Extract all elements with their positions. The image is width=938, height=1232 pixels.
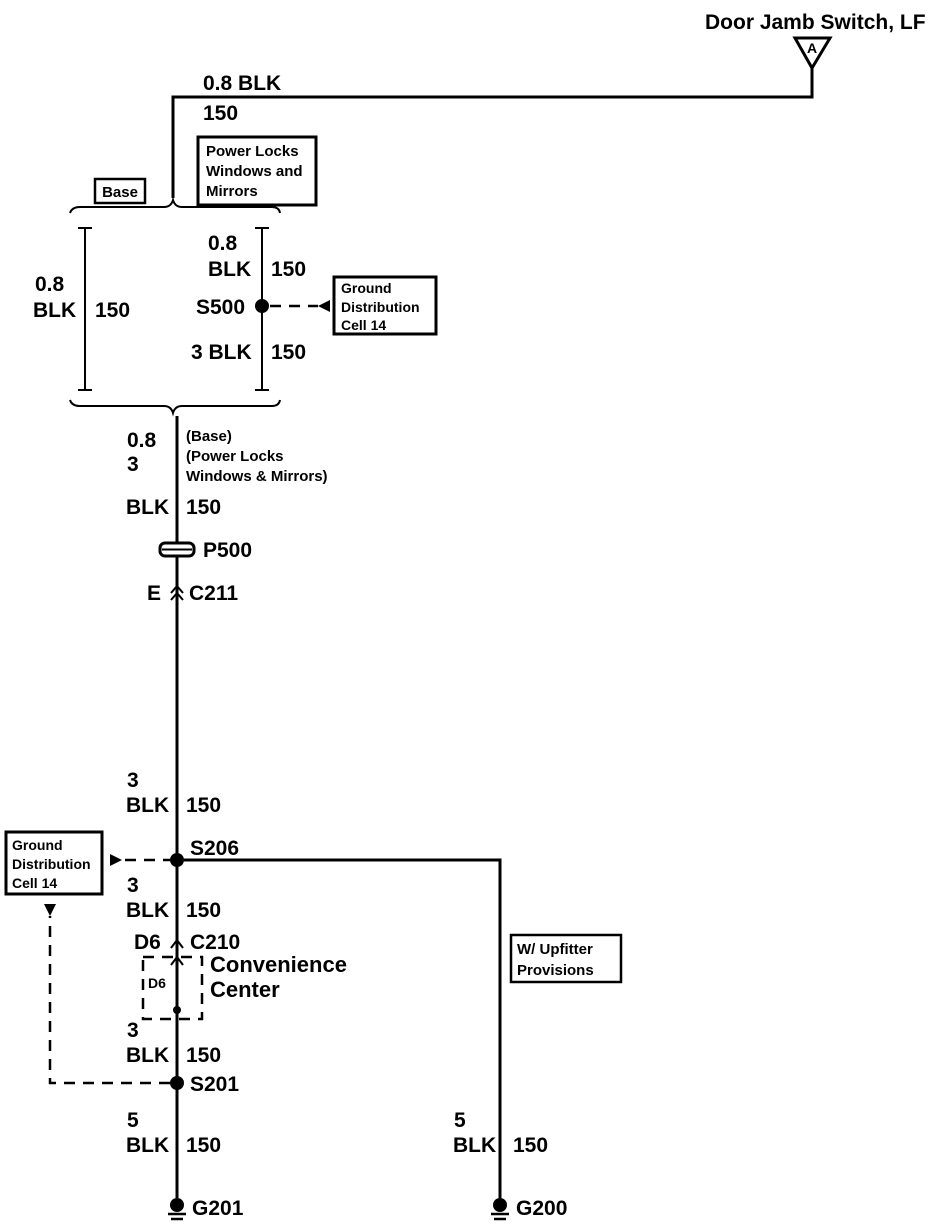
door-jamb-switch-connector[interactable]: A <box>792 36 833 71</box>
convenience-center-line-2: Center <box>210 977 280 1002</box>
wire-2-circuit: 150 <box>186 794 221 817</box>
wire-3-color: BLK <box>126 899 169 922</box>
splice-s500-dot[interactable] <box>255 299 269 313</box>
splice-s500-label: S500 <box>196 296 245 319</box>
wire-2-size: 3 <box>127 769 139 792</box>
right-branch-lower-size-color: 3 BLK <box>191 341 252 364</box>
convenience-center-pin: D6 <box>148 975 166 991</box>
left-branch-size: 0.8 <box>35 273 65 296</box>
splice-s201-dot[interactable] <box>170 1076 184 1090</box>
wire-5-right-size: 5 <box>454 1109 466 1132</box>
connector-c211-label: C211 <box>189 582 238 605</box>
power-locks-option-label: Power Locks Windows and Mirrors <box>196 135 318 207</box>
svg-text:Distribution: Distribution <box>341 299 420 315</box>
c211-connector-icon[interactable] <box>170 584 184 601</box>
svg-text:Cell 14: Cell 14 <box>341 317 386 333</box>
wire-top[interactable] <box>171 68 814 198</box>
g200-ground-icon[interactable] <box>491 1198 509 1221</box>
svg-text:Distribution: Distribution <box>12 856 91 872</box>
connector-c210-label: C210 <box>190 931 240 954</box>
right-branch-upper-color: BLK <box>208 258 251 281</box>
ground-g201-label: G201 <box>192 1197 244 1220</box>
pin-a-label: A <box>807 40 817 56</box>
right-branch-upper-size: 0.8 <box>208 232 238 255</box>
left-branch-circuit: 150 <box>95 299 130 322</box>
svg-text:Provisions: Provisions <box>517 962 594 979</box>
c210-connector-icon[interactable] <box>170 938 184 949</box>
main-wire-1-note-1: (Base) <box>186 428 232 445</box>
door-jamb-switch-label: Door Jamb Switch, LF <box>705 11 926 34</box>
ground-dist-2-arrow-icon <box>110 854 122 866</box>
right-branch-upper-circuit: 150 <box>271 258 306 281</box>
wire-3-size: 3 <box>127 874 139 897</box>
wire-4-size: 3 <box>127 1019 139 1042</box>
main-wire-1-note-3: Windows & Mirrors) <box>186 468 328 485</box>
wire-5-right-circuit: 150 <box>513 1134 548 1157</box>
convenience-center-line-1: Convenience <box>210 952 347 977</box>
svg-text:W/ Upfitter: W/ Upfitter <box>517 941 593 958</box>
wire-3-circuit: 150 <box>186 899 221 922</box>
splice-s201-label: S201 <box>190 1073 239 1096</box>
connector-c210-pin: D6 <box>134 931 161 954</box>
convenience-center-terminal-icon <box>170 955 184 966</box>
svg-text:Mirrors: Mirrors <box>206 183 258 200</box>
ground-distribution-box-1[interactable]: Ground Distribution Cell 14 <box>332 275 438 336</box>
left-branch-color: BLK <box>33 299 76 322</box>
ground-dist-2-down-arrow-icon <box>44 904 56 916</box>
right-branch-lower-circuit: 150 <box>271 341 306 364</box>
ground-dist-2-return-dashed-link <box>48 916 170 1085</box>
connector-p500-label: P500 <box>203 539 252 562</box>
option-brace-top <box>69 196 281 214</box>
svg-text:Ground: Ground <box>12 837 63 853</box>
g201-ground-icon[interactable] <box>168 1198 186 1221</box>
main-wire-1-circuit: 150 <box>186 496 221 519</box>
ground-g200-label: G200 <box>516 1197 567 1220</box>
convenience-center-dashed-box <box>141 955 204 1021</box>
splice-s206-dot[interactable] <box>170 853 184 867</box>
top-wire-circuit: 150 <box>203 102 238 125</box>
ground-dist-1-arrow-icon <box>318 300 330 312</box>
wire-5-left-circuit: 150 <box>186 1134 221 1157</box>
svg-text:Base: Base <box>102 184 138 201</box>
option-brace-bottom <box>69 399 281 417</box>
wire-5-right-color: BLK <box>453 1134 496 1157</box>
wire-5-left-size: 5 <box>127 1109 139 1132</box>
base-option-label: Base <box>93 177 147 205</box>
wire-4-circuit: 150 <box>186 1044 221 1067</box>
main-wire-1-note-2: (Power Locks <box>186 448 284 465</box>
upfitter-branch-wire[interactable] <box>184 858 502 1198</box>
main-wire-1-size-b: 3 <box>127 453 139 476</box>
wire-2-color: BLK <box>126 794 169 817</box>
main-wire-1-size-a: 0.8 <box>127 429 157 452</box>
left-branch-wire[interactable] <box>78 227 92 391</box>
wire-4-color: BLK <box>126 1044 169 1067</box>
connector-c211-pin: E <box>147 582 161 605</box>
svg-text:Cell 14: Cell 14 <box>12 875 57 891</box>
svg-text:Power Locks: Power Locks <box>206 143 299 160</box>
svg-text:Ground: Ground <box>341 280 392 296</box>
main-wire-1-color: BLK <box>126 496 169 519</box>
wire-5-left-color: BLK <box>126 1134 169 1157</box>
upfitter-provisions-box[interactable]: W/ Upfitter Provisions <box>509 933 623 984</box>
p500-connector-icon[interactable] <box>158 541 196 558</box>
svg-text:Windows and: Windows and <box>206 163 303 180</box>
ground-distribution-box-2[interactable]: Ground Distribution Cell 14 <box>4 830 104 896</box>
splice-s206-label: S206 <box>190 837 239 860</box>
convenience-center-junction-dot <box>173 1006 181 1014</box>
top-wire-size-color: 0.8 BLK <box>203 72 281 95</box>
